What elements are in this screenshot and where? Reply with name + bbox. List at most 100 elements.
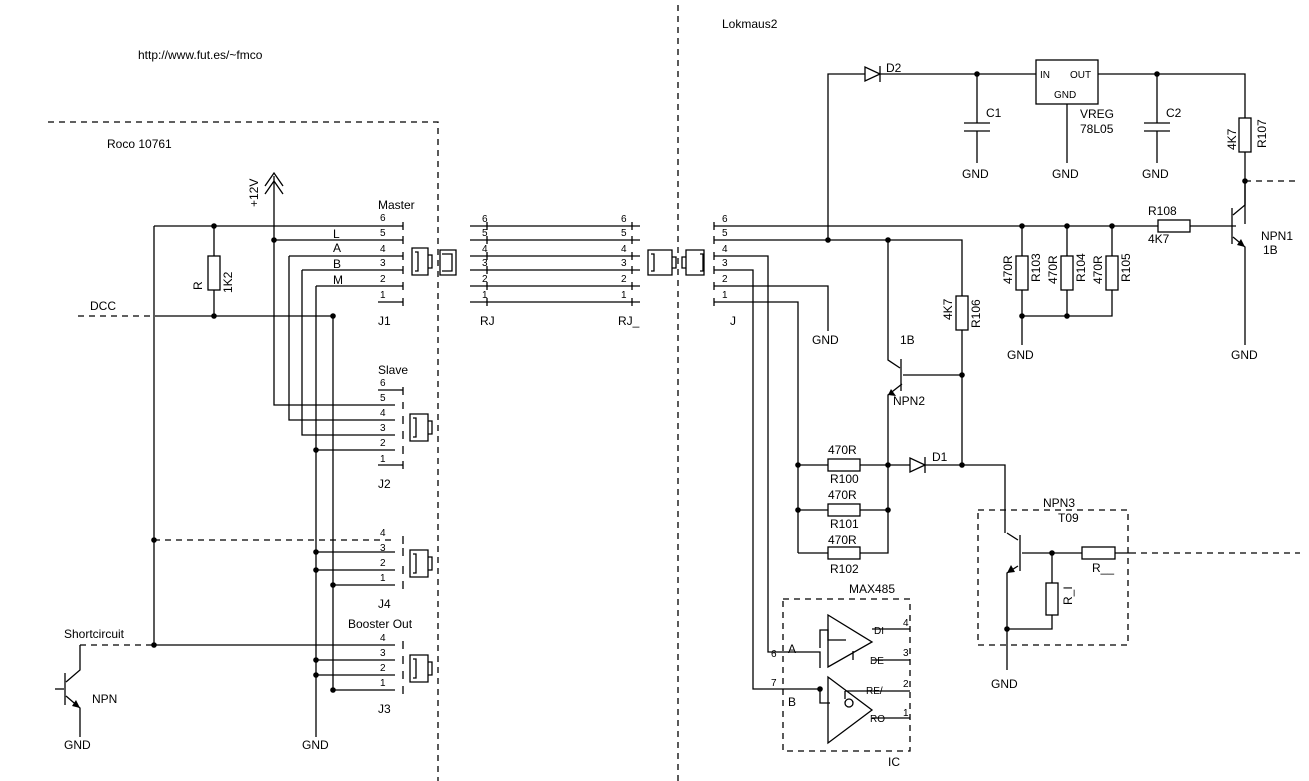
connector-j: 6 5 4 3 2 1 J — [681, 214, 736, 328]
d1-label: D1 — [932, 450, 948, 464]
connector-j2: Slave 6 5 4 3 2 1 J2 — [378, 363, 433, 491]
ic-type: MAX485 — [849, 582, 895, 596]
ic-label: IC — [888, 755, 900, 769]
ic-pin-a: A — [788, 642, 796, 656]
r108-label: R108 — [1148, 204, 1177, 218]
svg-text:2: 2 — [380, 663, 386, 674]
svg-text:1: 1 — [380, 573, 386, 584]
r103-label: R103 — [1029, 253, 1043, 282]
svg-text:6: 6 — [482, 214, 488, 225]
npn2-value: 1B — [900, 333, 915, 347]
svg-text:470R: 470R — [828, 533, 857, 547]
gnd-c1: GND — [962, 167, 989, 181]
svg-text:3: 3 — [903, 648, 909, 659]
npn1-value: 1B — [1263, 243, 1278, 257]
j3-label: J3 — [378, 702, 391, 716]
svg-text:6: 6 — [380, 213, 386, 224]
sig-a: A — [333, 241, 341, 255]
r101-label: R101 — [830, 517, 859, 531]
ri-label: R_I — [1061, 586, 1075, 605]
svg-text:2: 2 — [482, 274, 488, 285]
svg-text:2: 2 — [380, 558, 386, 569]
svg-text:5: 5 — [380, 228, 386, 239]
sig-l: L — [333, 227, 340, 241]
r106-label: R106 — [969, 299, 983, 328]
gnd-c2: GND — [1142, 167, 1169, 181]
svg-text:5: 5 — [380, 393, 386, 404]
svg-text:7: 7 — [771, 678, 777, 689]
sig-b: B — [333, 257, 341, 271]
svg-text:3: 3 — [482, 258, 488, 269]
rj2-label: RJ_ — [618, 314, 640, 328]
left-junctions — [151, 223, 336, 693]
j2-label: J2 — [378, 477, 391, 491]
svg-text:6: 6 — [621, 214, 627, 225]
svg-text:470R: 470R — [1001, 255, 1015, 284]
url-label: http://www.fut.es/~fmco — [138, 48, 263, 62]
svg-text:4: 4 — [903, 618, 909, 629]
svg-text:2: 2 — [380, 274, 386, 285]
svg-text:470R: 470R — [1046, 255, 1060, 284]
shortcircuit-label: Shortcircuit — [64, 627, 125, 641]
dcc-label: DCC — [90, 299, 116, 313]
sig-m: M — [333, 273, 343, 287]
master-label: Master — [378, 198, 415, 212]
npn1-label: NPN1 — [1261, 229, 1293, 243]
lokmaus-label: Lokmaus2 — [722, 17, 778, 31]
svg-text:2: 2 — [621, 274, 627, 285]
svg-text:3: 3 — [380, 423, 386, 434]
r108-value: 4K7 — [1148, 232, 1170, 246]
npn3-value: T09 — [1058, 511, 1079, 525]
ic-di: DI — [874, 626, 884, 637]
svg-text:4: 4 — [722, 244, 728, 255]
svg-text:4: 4 — [380, 633, 386, 644]
svg-text:1: 1 — [380, 678, 386, 689]
svg-text:1: 1 — [722, 290, 728, 301]
vreg-type: 78L05 — [1080, 122, 1114, 136]
svg-text:4: 4 — [380, 244, 386, 255]
slave-label: Slave — [378, 363, 408, 377]
svg-text:2: 2 — [722, 274, 728, 285]
svg-text:470R: 470R — [828, 443, 857, 457]
ic-de: DE — [870, 656, 884, 667]
ic-pin-b: B — [788, 695, 796, 709]
cable-rj: 6 5 4 3 2 1 6 5 4 3 2 1 RJ RJ_ — [439, 214, 677, 328]
r107-label: R107 — [1255, 119, 1269, 148]
svg-text:5: 5 — [722, 228, 728, 239]
svg-text:4: 4 — [621, 244, 627, 255]
svg-text:6: 6 — [722, 214, 728, 225]
svg-text:6: 6 — [380, 378, 386, 389]
svg-text:1: 1 — [380, 290, 386, 301]
svg-text:4: 4 — [380, 528, 386, 539]
gnd-left-2: GND — [302, 738, 329, 752]
gnd-left-1: GND — [64, 738, 91, 752]
r100-label: R100 — [830, 472, 859, 486]
svg-text:3: 3 — [380, 648, 386, 659]
svg-text:3: 3 — [380, 543, 386, 554]
j4-label: J4 — [378, 597, 391, 611]
r-left-value: 1K2 — [221, 271, 235, 293]
right-junctions — [795, 71, 1248, 692]
svg-text:3: 3 — [621, 258, 627, 269]
gnd-vreg: GND — [1052, 167, 1079, 181]
right-wires — [714, 59, 1300, 752]
vreg-out: OUT — [1070, 70, 1091, 81]
r102-label: R102 — [830, 562, 859, 576]
c1-label: C1 — [986, 106, 1002, 120]
svg-text:1: 1 — [482, 290, 488, 301]
svg-text:470R: 470R — [1091, 255, 1105, 284]
svg-text:4: 4 — [380, 408, 386, 419]
j1-label: J1 — [378, 314, 391, 328]
svg-text:2: 2 — [380, 438, 386, 449]
gnd-j: GND — [812, 333, 839, 347]
roco-label: Roco 10761 — [107, 137, 172, 151]
r-label: R__ — [1092, 561, 1114, 575]
vreg-label: VREG — [1080, 107, 1114, 121]
ic-re: RE/ — [866, 686, 883, 697]
vreg-in: IN — [1040, 70, 1050, 81]
r106-value: 4K7 — [941, 298, 955, 320]
svg-text:6: 6 — [771, 649, 777, 660]
svg-text:3: 3 — [380, 258, 386, 269]
c2-label: C2 — [1166, 106, 1182, 120]
